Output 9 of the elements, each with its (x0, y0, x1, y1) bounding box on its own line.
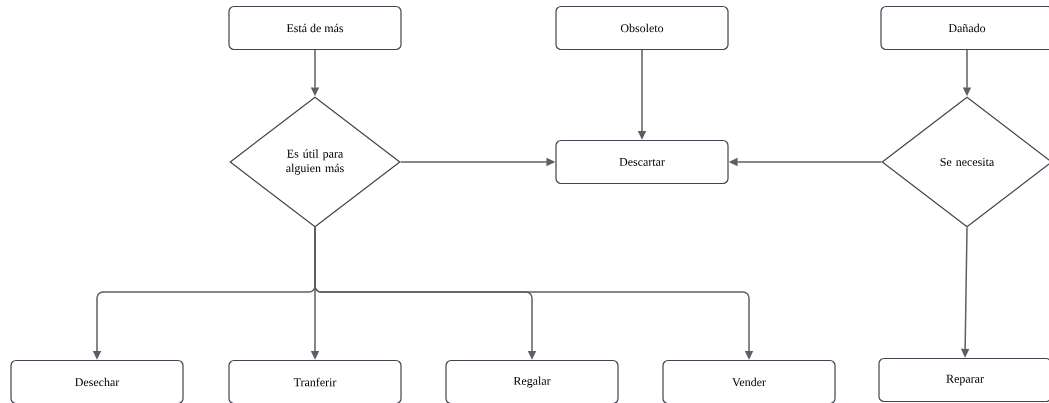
process-box: Obsoleto (555, 5, 729, 51)
process-box: Dañado (880, 5, 1049, 51)
process-box: Vender (662, 359, 836, 403)
process-box: Tranferir (228, 359, 402, 403)
process-box: Reparar (878, 357, 1049, 403)
process-box: Está de más (228, 5, 402, 51)
process-box: Descartar (555, 139, 729, 185)
process-box: Regalar (445, 359, 619, 403)
process-box: Desechar (10, 359, 184, 403)
